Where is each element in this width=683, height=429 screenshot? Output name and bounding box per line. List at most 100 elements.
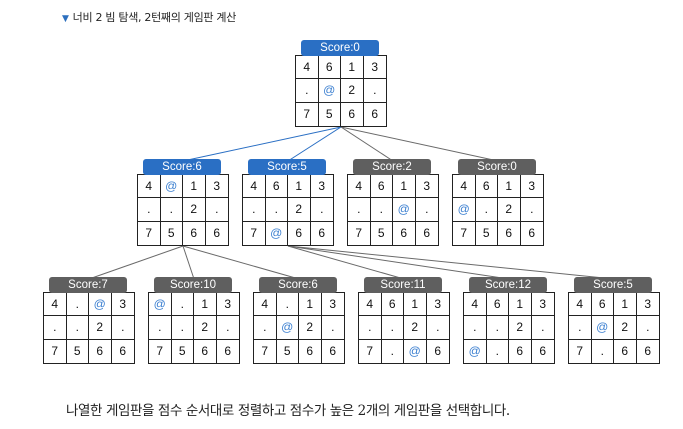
player-cell: @ [464, 339, 487, 363]
board-cell: 7 [243, 221, 266, 245]
board-cell: 7 [359, 339, 382, 363]
board-cell: 6 [89, 339, 112, 363]
board-cell: 1 [509, 293, 532, 317]
board-cell: 6 [614, 339, 637, 363]
board-cell: 6 [318, 226, 326, 241]
tree-edge [182, 245, 195, 280]
heading-text: 너비 2 빔 탐색, 2턴째의 게임판 계산 [72, 11, 237, 24]
board-cell: 4 [569, 293, 592, 317]
board-cell: . [464, 316, 487, 340]
board-cell: . [487, 339, 509, 363]
board-cell: 2 [299, 316, 322, 340]
board-cell: 6 [299, 339, 322, 363]
board-cell: . [486, 316, 509, 340]
board-cell: 7 [453, 221, 476, 245]
board-cell: 4 [254, 293, 277, 317]
diagram-caption: 나열한 게임판을 점수 순서대로 정렬하고 점수가 높은 2개의 게임판을 선택… [66, 403, 510, 419]
board-cell: . [426, 316, 449, 340]
tree-edge [182, 245, 300, 280]
board-cell: 4 [296, 56, 319, 80]
board-cell: 2 [194, 316, 217, 340]
board-cell: . [382, 339, 404, 363]
score-label: Score:10 [154, 277, 232, 293]
board-cell: . [160, 198, 183, 222]
board-cell: . [265, 198, 288, 222]
player-cell: @ [89, 293, 112, 317]
tree-edge [287, 245, 615, 280]
board-cell: 6 [591, 293, 614, 317]
board-cell: . [243, 198, 266, 222]
board-cell: 3 [321, 293, 344, 317]
board-cell: 6 [423, 226, 431, 241]
board-cell: 4 [243, 175, 266, 199]
board-cell: 6 [119, 344, 127, 359]
board-cell: 5 [67, 339, 89, 363]
board-cell: . [592, 339, 614, 363]
board-cell: . [216, 316, 239, 340]
board-cell: 3 [415, 175, 438, 199]
board-cell: 4 [453, 175, 476, 199]
board-cell: 2 [614, 316, 637, 340]
board-cell: 6 [644, 344, 652, 359]
board-cell: 4 [138, 175, 161, 199]
board-cell: . [381, 316, 404, 340]
board-cell: 6 [509, 339, 532, 363]
board-cell: 6 [486, 293, 509, 317]
board-cell: 6 [475, 175, 498, 199]
player-cell: @ [276, 316, 299, 340]
board-cell: 3 [216, 293, 239, 317]
board-cell: 3 [111, 293, 134, 317]
tree-edge [88, 245, 184, 280]
board-cell: 6 [393, 221, 416, 245]
board-cell: . [531, 316, 554, 340]
board-cell: . [171, 316, 194, 340]
score-label: Score:5 [574, 277, 652, 293]
board-cell: 5 [319, 102, 341, 126]
board-cell: 7 [254, 339, 277, 363]
board-cell: 4 [464, 293, 487, 317]
board-cell: 6 [341, 102, 364, 126]
board-cell: . [475, 198, 498, 222]
board-cell: . [276, 293, 299, 317]
board-cell: 1 [498, 175, 521, 199]
board-cell: 3 [520, 175, 543, 199]
board-cell: 6 [265, 175, 288, 199]
board-cell: 7 [44, 339, 67, 363]
board-cell: 5 [161, 221, 183, 245]
board-cell: 2 [183, 198, 206, 222]
board-cell: 5 [371, 221, 393, 245]
board-cell: 1 [404, 293, 427, 317]
tree-edge [340, 126, 499, 162]
board-cell: . [520, 198, 543, 222]
board-cell: 3 [636, 293, 659, 317]
board-cell: 1 [194, 293, 217, 317]
board-cell: . [370, 198, 393, 222]
score-label: Score:12 [469, 277, 547, 293]
score-label: Score:6 [259, 277, 337, 293]
board-cell: . [44, 316, 67, 340]
board-cell: . [111, 316, 134, 340]
board-cell: . [254, 316, 277, 340]
board-cell: 2 [498, 198, 521, 222]
player-cell: @ [160, 175, 183, 199]
score-label: Score:0 [458, 159, 536, 175]
board-cell: 6 [371, 107, 379, 122]
board-cell: 6 [381, 293, 404, 317]
board-cell: 2 [89, 316, 112, 340]
score-label: Score:11 [364, 277, 442, 293]
board-cell: . [636, 316, 659, 340]
board-cell: . [359, 316, 382, 340]
player-cell: @ [149, 293, 172, 317]
score-label: Score:5 [248, 159, 326, 175]
board-cell: . [569, 316, 592, 340]
board-cell: 1 [299, 293, 322, 317]
board-cell: 4 [44, 293, 67, 317]
